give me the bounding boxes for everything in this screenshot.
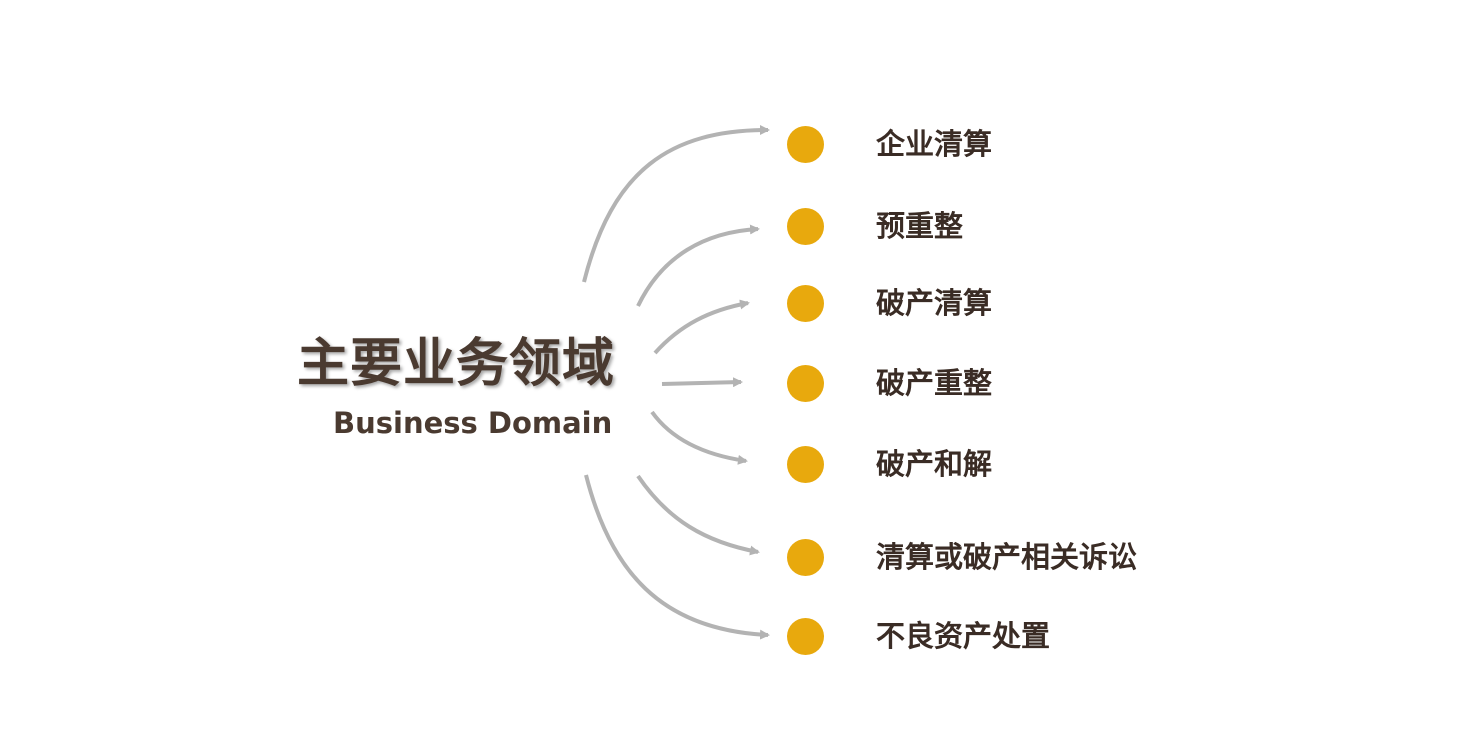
list-item: 破产和解 — [787, 444, 992, 484]
arrow-5 — [650, 410, 748, 465]
list-item: 不良资产处置 — [787, 616, 1050, 656]
center-subtitle: Business Domain — [333, 406, 613, 440]
bullet-dot-icon — [787, 284, 824, 322]
bullet-dot-icon — [787, 617, 824, 655]
bullet-dot-icon — [787, 538, 824, 576]
item-label: 破产重整 — [876, 365, 993, 400]
list-item: 清算或破产相关诉讼 — [787, 537, 1137, 577]
bullet-dot-icon — [787, 125, 824, 163]
item-label: 破产清算 — [876, 285, 993, 320]
list-item: 破产清算 — [787, 283, 992, 323]
list-item: 破产重整 — [787, 363, 992, 403]
arrow-1 — [582, 125, 770, 283]
arrow-3 — [653, 299, 750, 355]
list-item: 预重整 — [787, 206, 963, 246]
bullet-dot-icon — [787, 364, 824, 402]
item-label: 预重整 — [876, 208, 964, 243]
bullet-dot-icon — [787, 445, 824, 483]
arrow-7 — [584, 474, 770, 640]
bullet-dot-icon — [787, 207, 824, 245]
list-item: 企业清算 — [787, 124, 992, 164]
item-label: 不良资产处置 — [876, 618, 1051, 653]
center-title: 主要业务领域 — [297, 334, 616, 394]
item-label: 企业清算 — [876, 126, 993, 161]
arrow-6 — [636, 474, 760, 556]
arrow-4 — [661, 377, 743, 388]
arrow-2 — [636, 224, 760, 307]
item-label: 破产和解 — [876, 446, 993, 481]
item-label: 清算或破产相关诉讼 — [876, 539, 1138, 574]
